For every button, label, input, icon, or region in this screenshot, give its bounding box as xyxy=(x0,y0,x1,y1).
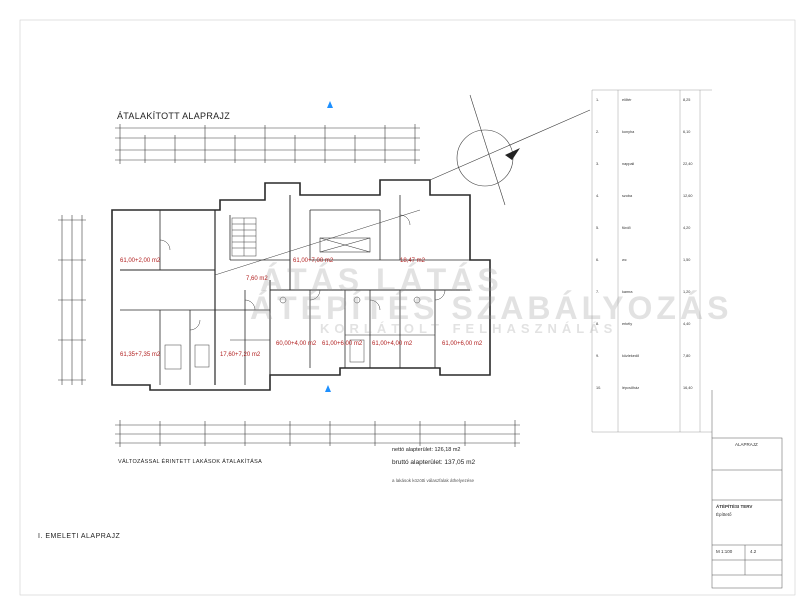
legend-code: 9. xyxy=(596,354,600,358)
sheet-title: I. EMELETI ALAPRAJZ xyxy=(38,533,121,540)
title-block-drawing-number: 4.2 xyxy=(750,549,757,554)
legend-area: 22,40 xyxy=(683,162,693,166)
title-block-scale: M 1:100 xyxy=(716,549,733,554)
compass-circle xyxy=(456,129,514,187)
legend-room-name: kamra xyxy=(622,290,633,294)
title-block-client: Építtető xyxy=(716,512,732,517)
legend-area: 16,40 xyxy=(683,386,693,390)
legend-code: 5. xyxy=(596,226,600,230)
legend-code: 1. xyxy=(596,98,600,102)
compass-needle-icon xyxy=(505,148,520,160)
legend-room-name: lépcsőház xyxy=(622,386,640,390)
drawing-caption: a lakások közötti válaszfalak áthelyezés… xyxy=(392,478,475,483)
legend-code: 8. xyxy=(596,322,600,326)
legend-room-name: konyha xyxy=(622,130,635,134)
legend-room-name: közlekedő xyxy=(622,354,640,358)
legend-area: 4,40 xyxy=(683,322,691,326)
legend-room-name: fürdő xyxy=(622,226,631,230)
compass-meridian xyxy=(469,94,506,206)
net-area-label: nettó alapterület: 126,18 m2 xyxy=(392,447,461,453)
legend-code: 6. xyxy=(596,258,600,262)
watermark-line-1: ÁTÁS LÁTÁS xyxy=(260,262,503,298)
top-dimension-lines xyxy=(115,127,420,161)
door-swings xyxy=(159,214,446,331)
legend-room-name: wc xyxy=(622,258,627,262)
watermark-line-3: KORLÁTOLT FELHASZNÁLÁS xyxy=(320,321,618,336)
room-area-label: 61,00+4,00 m2 xyxy=(372,341,413,347)
room-area-label: 60,00+4,00 m2 xyxy=(276,341,317,347)
room-area-label: 61,00+6,00 m2 xyxy=(442,341,483,347)
bottom-dimension-ticks xyxy=(119,420,516,447)
legend-code: 3. xyxy=(596,162,600,166)
legend-code: 7. xyxy=(596,290,600,294)
title-block-frame xyxy=(711,437,783,589)
room-area-label: 7,60 m2 xyxy=(246,276,268,282)
legend-room-name: erkély xyxy=(622,322,633,326)
watermark-line-2: ÁTÉPÍTÉS SZABÁLYOZÁS xyxy=(250,290,733,326)
room-area-label: 61,00+2,00 m2 xyxy=(120,258,161,264)
legend-room-name: szoba xyxy=(622,194,633,198)
sheet-frame xyxy=(19,19,796,596)
north-arrow-icon xyxy=(327,101,333,108)
title-block-project: ÁTÉPÍTÉSI TERV xyxy=(716,504,753,509)
top-dimension-ticks xyxy=(119,124,416,164)
section-note: VÁLTOZÁSSAL ÉRINTETT LAKÁSOK ÁTALAKÍTÁSA xyxy=(118,459,263,465)
legend-area: 6,10 xyxy=(683,130,691,134)
room-area-label: 18,47 m2 xyxy=(400,258,426,264)
bottom-dimension-lines xyxy=(115,424,520,444)
room-area-label: 61,35+7,35 m2 xyxy=(120,352,161,358)
compass-axis xyxy=(429,109,591,181)
legend-area: 1,20 xyxy=(683,290,691,294)
legend-code: 4. xyxy=(596,194,600,198)
room-area-label: 61,00+7,00 m2 xyxy=(293,258,334,264)
legend-area: 4,20 xyxy=(683,226,691,230)
legend-table-frame xyxy=(591,89,712,433)
legend-area: 1,50 xyxy=(683,258,691,262)
left-dimension-lines xyxy=(58,215,86,385)
elevator-symbol xyxy=(319,237,371,253)
section-line xyxy=(214,209,421,276)
legend-code: 10. xyxy=(596,386,602,390)
room-area-label: 17,60+7,20 m2 xyxy=(220,352,261,358)
legend-code: 2. xyxy=(596,130,600,134)
title-block-label: ALAPRAJZ xyxy=(735,442,758,447)
gross-area-label: bruttó alapterület: 137,05 m2 xyxy=(392,459,476,466)
plan-title: ÁTALAKÍTOTT ALAPRAJZ xyxy=(117,111,231,121)
staircase-symbol xyxy=(231,217,257,257)
legend-area: 12,60 xyxy=(683,194,693,198)
legend-area: 8,25 xyxy=(683,98,691,102)
building-walls xyxy=(111,179,491,391)
section-marker-icon xyxy=(325,385,331,392)
bathroom-fixtures xyxy=(164,296,421,370)
room-area-label: 61,00+6,00 m2 xyxy=(322,341,363,347)
legend-room-name: előtér xyxy=(622,98,632,102)
legend-area: 7,80 xyxy=(683,354,691,358)
legend-room-name: nappali xyxy=(622,162,635,166)
